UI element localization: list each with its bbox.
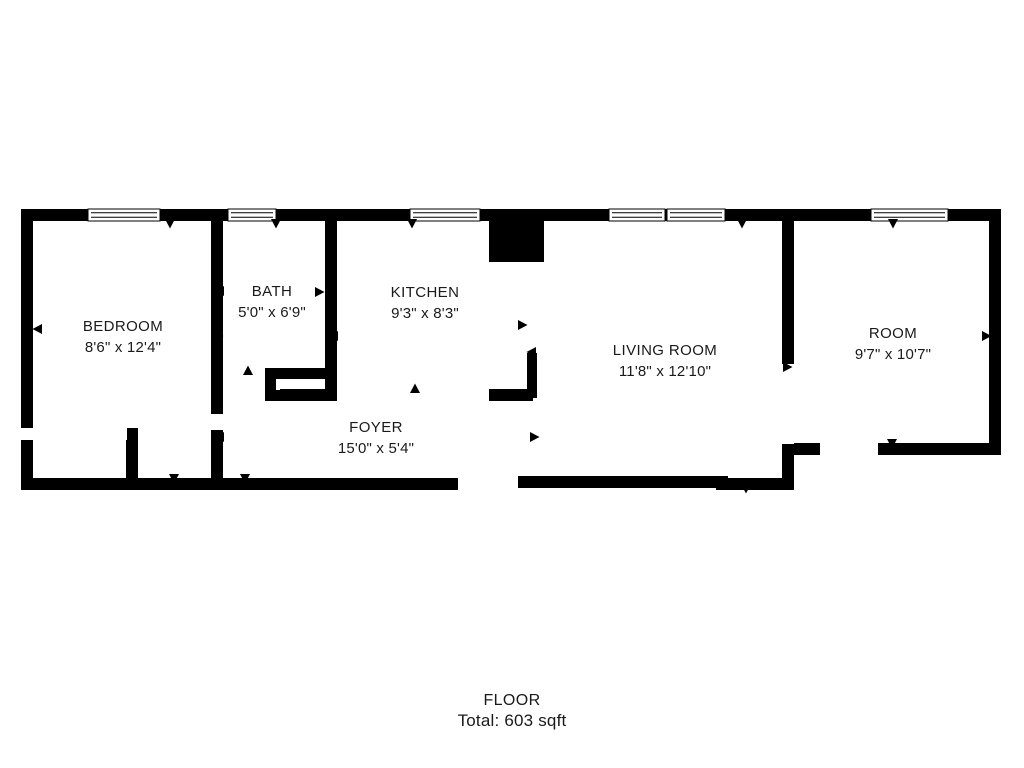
door-direction-marker: [32, 324, 42, 334]
door-direction-marker: [887, 439, 897, 449]
wall-segment: [21, 209, 33, 490]
door-direction-marker: [165, 219, 175, 229]
door-direction-marker: [407, 219, 417, 229]
wall-segment: [383, 478, 458, 490]
room-name: BATH: [252, 283, 293, 300]
door-markers-group: [32, 219, 992, 494]
door-direction-marker: [526, 347, 536, 357]
window-icon: [608, 208, 666, 222]
room-dimensions: 5'0" x 6'9": [238, 304, 306, 321]
wall-segment: [782, 209, 794, 364]
wall-segment: [527, 352, 537, 398]
plan-caption-total: Total: 603 sqft: [458, 711, 567, 730]
door-direction-marker: [783, 333, 793, 343]
window-icon: [87, 208, 161, 222]
door-direction-marker: [783, 362, 793, 372]
room-dimensions: 9'7" x 10'7": [855, 346, 931, 363]
wall-segment: [716, 478, 794, 490]
wall-segment: [265, 368, 337, 379]
window-icon: [409, 208, 481, 222]
room-name: KITCHEN: [391, 284, 460, 301]
room-label-room: ROOM 9'7" x 10'7": [855, 325, 931, 363]
room-dimensions: 9'3" x 8'3": [391, 305, 459, 322]
door-direction-marker: [214, 432, 224, 442]
room-label-bath: BATH 5'0" x 6'9": [238, 283, 306, 321]
room-dimensions: 11'8" x 12'10": [619, 363, 711, 380]
door-direction-marker: [982, 331, 992, 341]
plan-caption-title: FLOOR: [483, 692, 540, 709]
room-label-living-room: LIVING ROOM 11'8" x 12'10": [613, 342, 717, 380]
room-dimensions: 15'0" x 5'4": [338, 440, 414, 457]
openings-group: [21, 262, 878, 490]
door-direction-marker: [737, 219, 747, 229]
room-name: LIVING ROOM: [613, 342, 717, 359]
windows-group: [87, 208, 949, 222]
door-direction-marker: [741, 484, 751, 494]
wall-segment: [21, 478, 218, 490]
wall-segment: [126, 428, 138, 482]
wall-opening: [458, 478, 518, 490]
door-direction-marker: [214, 286, 224, 296]
door-direction-marker: [315, 287, 325, 297]
door-direction-marker: [271, 219, 281, 229]
wall-segment: [325, 209, 337, 394]
room-labels-group: BEDROOM 8'6" x 12'4" BATH 5'0" x 6'9" KITCHE…: [83, 283, 931, 457]
room-name: FOYER: [349, 419, 403, 436]
room-label-kitchen: KITCHEN 9'3" x 8'3": [391, 284, 460, 322]
wall-segment: [211, 209, 223, 414]
door-direction-marker: [169, 474, 179, 484]
wall-opening: [527, 262, 537, 353]
door-direction-marker: [888, 219, 898, 229]
wall-segment: [489, 389, 533, 401]
wall-segment: [211, 430, 223, 490]
wall-segment: [280, 389, 337, 401]
door-direction-marker: [328, 331, 338, 341]
wall-segment: [782, 443, 820, 455]
window-icon: [870, 208, 949, 222]
wall-opening: [782, 364, 794, 444]
wall-segment: [527, 215, 537, 263]
wall-segment: [218, 478, 383, 490]
room-label-foyer: FOYER 15'0" x 5'4": [338, 419, 414, 457]
door-direction-marker: [243, 365, 253, 375]
wall-segment: [518, 476, 716, 488]
window-icon: [227, 208, 277, 222]
door-direction-marker: [530, 432, 540, 442]
wall-segment: [878, 443, 1001, 455]
wall-opening: [820, 443, 878, 455]
window-icon: [666, 208, 726, 222]
room-label-bedroom: BEDROOM 8'6" x 12'4": [83, 318, 163, 356]
door-direction-marker: [410, 383, 420, 393]
door-direction-marker: [214, 331, 224, 341]
wall-segment: [989, 209, 1001, 455]
room-name: BEDROOM: [83, 318, 163, 335]
room-dimensions: 8'6" x 12'4": [85, 339, 161, 356]
wall-opening: [21, 428, 127, 440]
room-name: ROOM: [869, 325, 917, 342]
door-direction-marker: [518, 320, 528, 330]
door-direction-marker: [240, 474, 250, 484]
wall-segment: [265, 368, 276, 400]
